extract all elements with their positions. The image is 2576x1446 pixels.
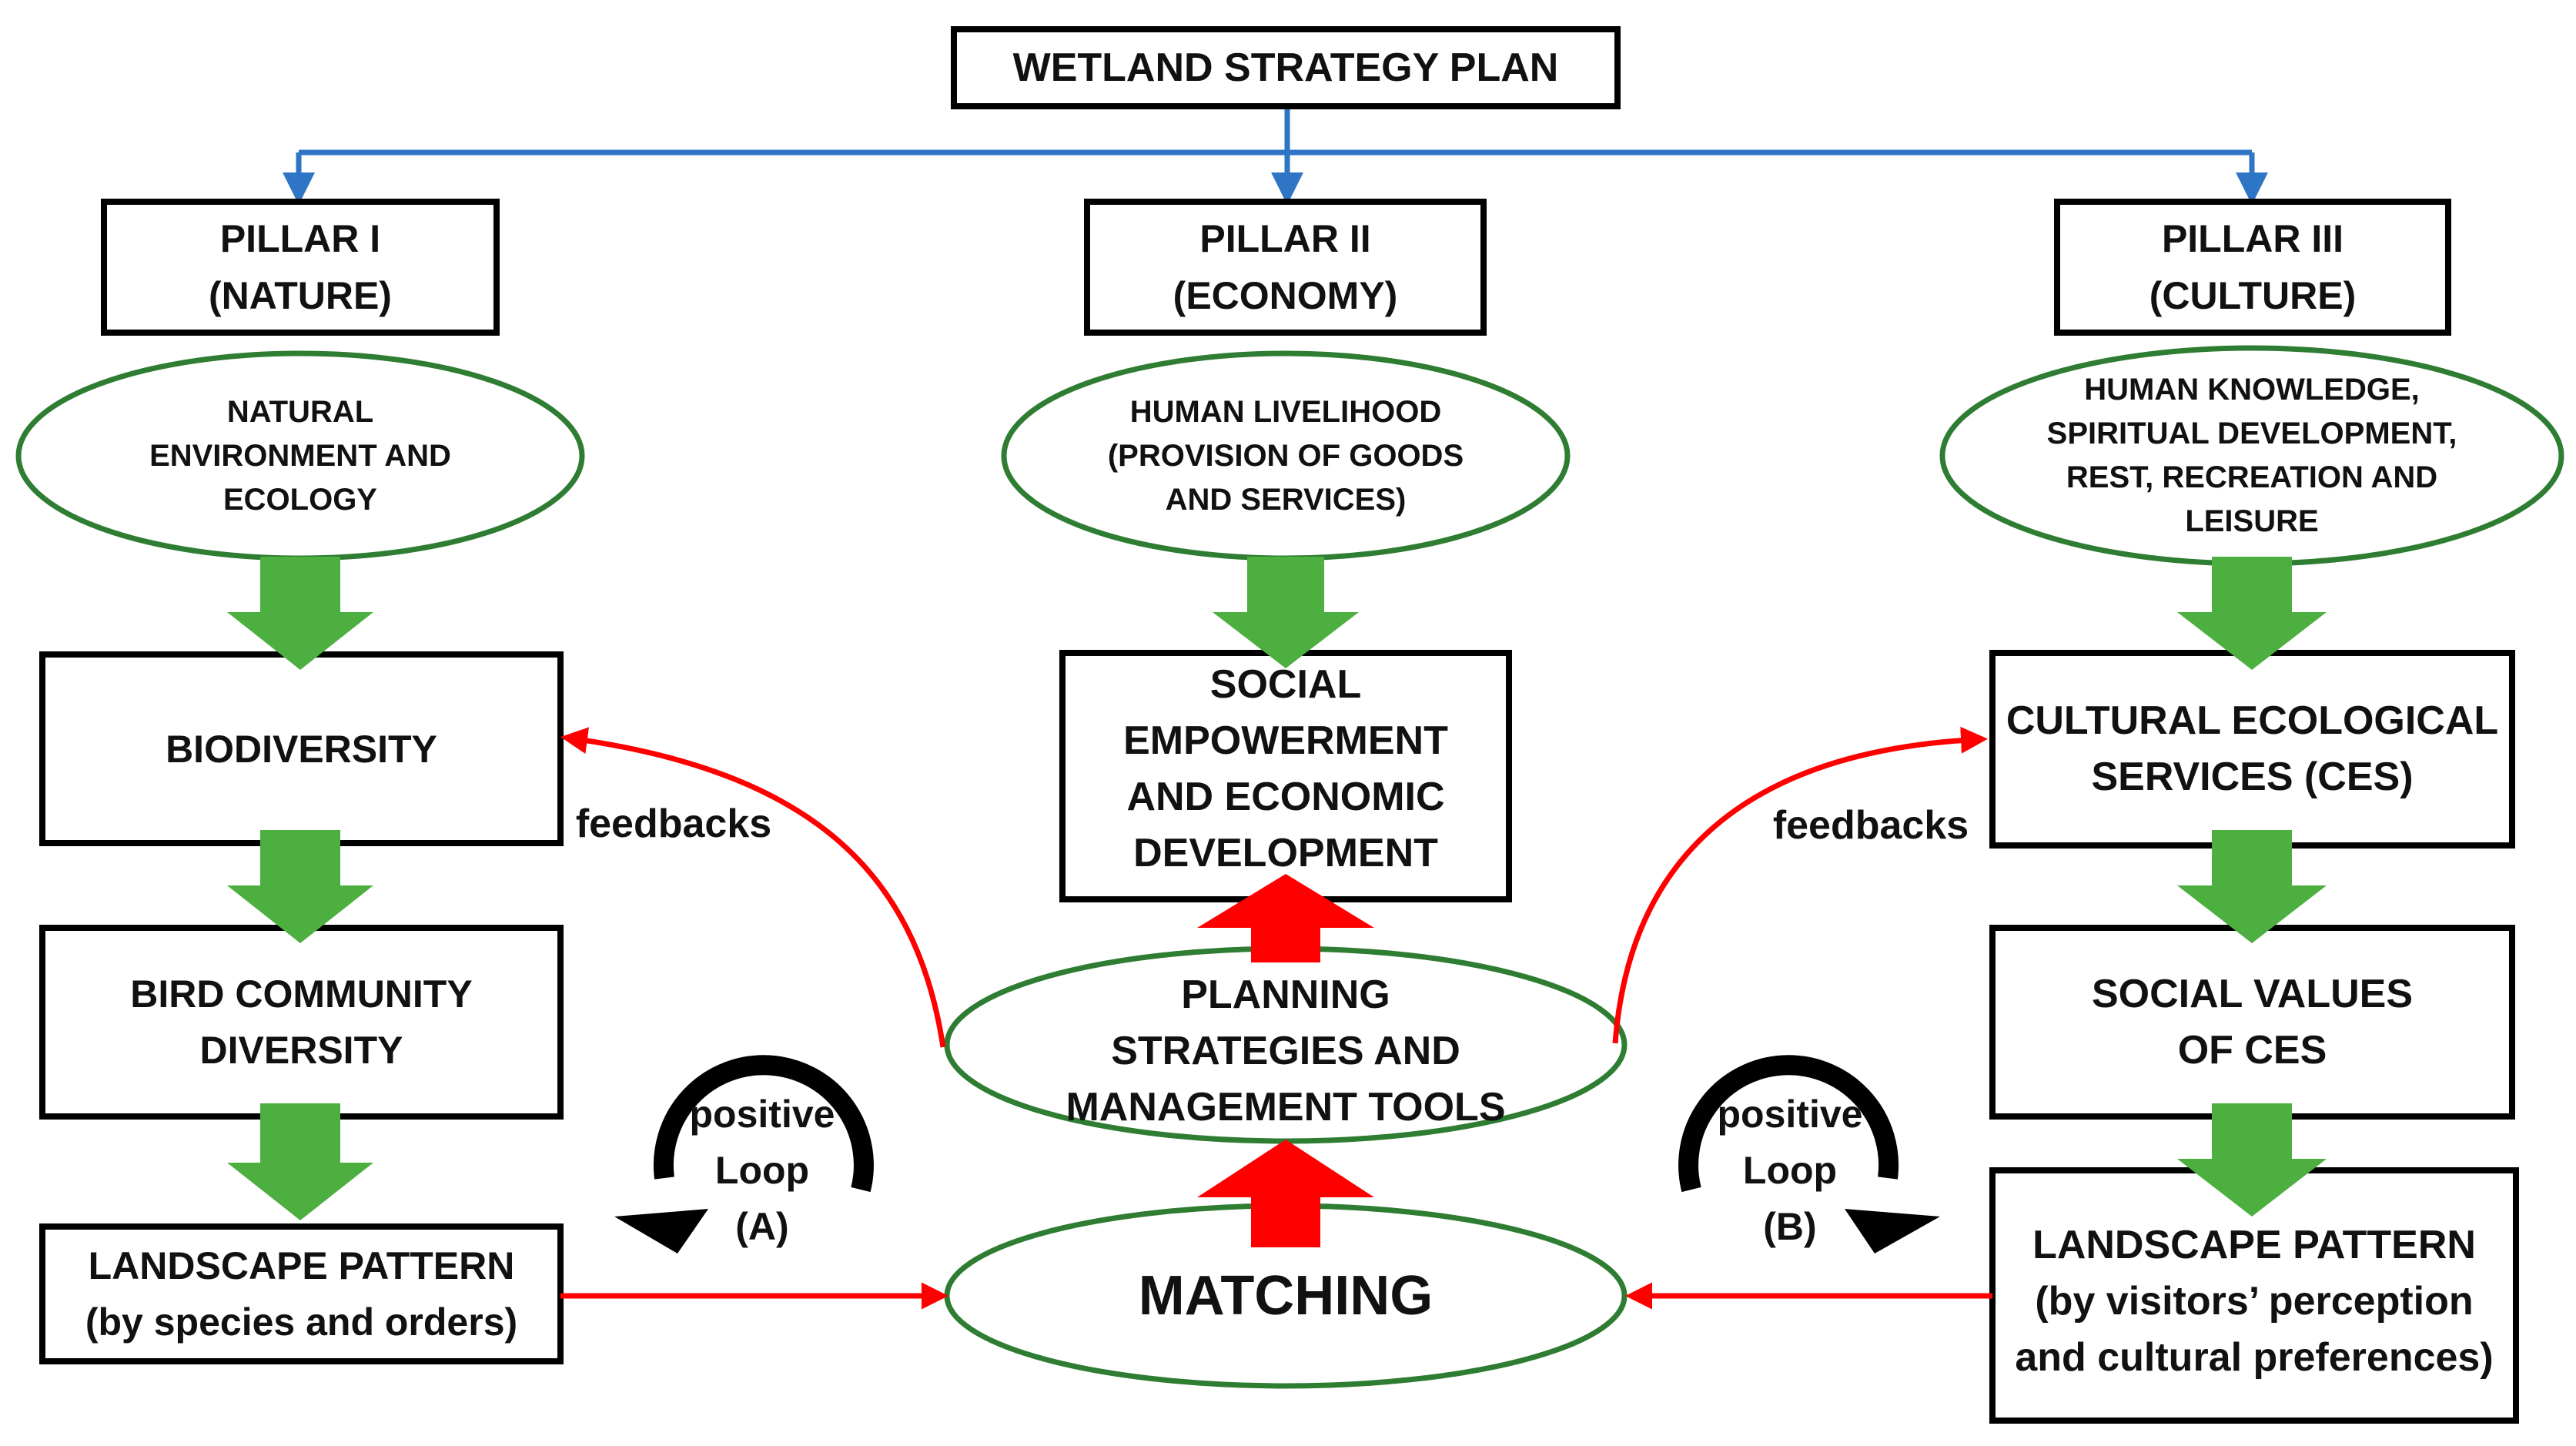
arrow-ces-to-social-values — [2177, 830, 2327, 943]
social-empowerment-box — [1059, 650, 1512, 902]
arrow-nature-to-biodiversity — [227, 557, 373, 670]
economy-ellipse-label: HUMAN LIVELIHOOD (PROVISION OF GOODS AND… — [1107, 394, 1464, 517]
pillar-1-label: PILLAR I (NATURE) — [108, 205, 493, 330]
pillar-3-line2: (CULTURE) — [2149, 274, 2357, 317]
social-empowerment-label: SOCIAL EMPOWERMENT AND ECONOMIC DEVELOPM… — [1123, 662, 1448, 875]
matching-label: MATCHING — [1138, 1265, 1434, 1327]
arrow-social-values-to-landscape — [2177, 1103, 2327, 1217]
loop-b-arrowhead — [1845, 1209, 1940, 1254]
landscape-left-box — [39, 1223, 564, 1364]
arrow-planning-to-social — [1197, 874, 1374, 962]
feedback-left-label: feedbacks — [575, 802, 772, 846]
arrow-economy-to-social — [1213, 557, 1359, 668]
planning-ellipse-label: PLANNING STRATEGIES AND MANAGEMENT TOOLS — [1066, 972, 1506, 1130]
pillar-1-line1: PILLAR I — [219, 217, 381, 260]
landscape-left-label: LANDSCAPE PATTERN (by species and orders… — [85, 1243, 518, 1344]
pillar-2-label: PILLAR II (ECONOMY) — [1090, 205, 1480, 330]
pillar-3-box — [2054, 199, 2451, 336]
pillar-1-line2: (NATURE) — [209, 274, 392, 317]
biodiversity-label: BIODIVERSITY — [166, 727, 437, 771]
loop-a-label: positive Loop (A) — [689, 1092, 835, 1248]
ces-box — [1989, 650, 2515, 849]
pillar-3-label: PILLAR III (CULTURE) — [2060, 205, 2445, 330]
pillar-1-box — [101, 199, 500, 336]
pillar-3-line1: PILLAR III — [2161, 217, 2344, 260]
arrow-culture-to-ces — [2177, 557, 2327, 670]
bird-community-label: BIRD COMMUNITY DIVERSITY — [130, 972, 473, 1072]
pillar-2-line1: PILLAR II — [1199, 217, 1371, 260]
pillar-2-box — [1084, 199, 1487, 336]
title-to-pillars-connector — [283, 106, 2268, 205]
feedback-left-curve — [560, 727, 946, 1048]
loop-b-arc — [1678, 1055, 1899, 1193]
down-arrows — [227, 557, 2327, 1220]
feedback-right-curve — [1612, 726, 1988, 1044]
landscape-right-label: LANDSCAPE PATTERN (by visitors’ percepti… — [2015, 1222, 2494, 1380]
nature-ellipse-label: NATURAL ENVIRONMENT AND ECOLOGY — [149, 394, 451, 517]
culture-ellipse-label: HUMAN KNOWLEDGE, SPIRITUAL DEVELOPMENT, … — [2046, 373, 2457, 538]
title-box — [951, 26, 1621, 109]
social-values-label: SOCIAL VALUES OF CES — [2091, 971, 2413, 1073]
loop-b-label: positive Loop (B) — [1717, 1092, 1863, 1248]
feedback-right-label: feedbacks — [1772, 803, 1969, 848]
pillar-2-line2: (ECONOMY) — [1173, 274, 1398, 317]
loop-a-arrowhead — [614, 1209, 708, 1254]
arrow-bird-to-landscape — [227, 1103, 373, 1220]
ces-label: CULTURAL ECOLOGICAL SERVICES (CES) — [2006, 698, 2499, 799]
loop-a-arc — [653, 1055, 874, 1193]
arrow-biodiversity-to-bird — [227, 830, 373, 943]
arrow-matching-to-planning — [1197, 1140, 1374, 1247]
title-label: WETLAND STRATEGY PLAN — [1012, 45, 1559, 90]
social-values-box — [1989, 925, 2515, 1120]
